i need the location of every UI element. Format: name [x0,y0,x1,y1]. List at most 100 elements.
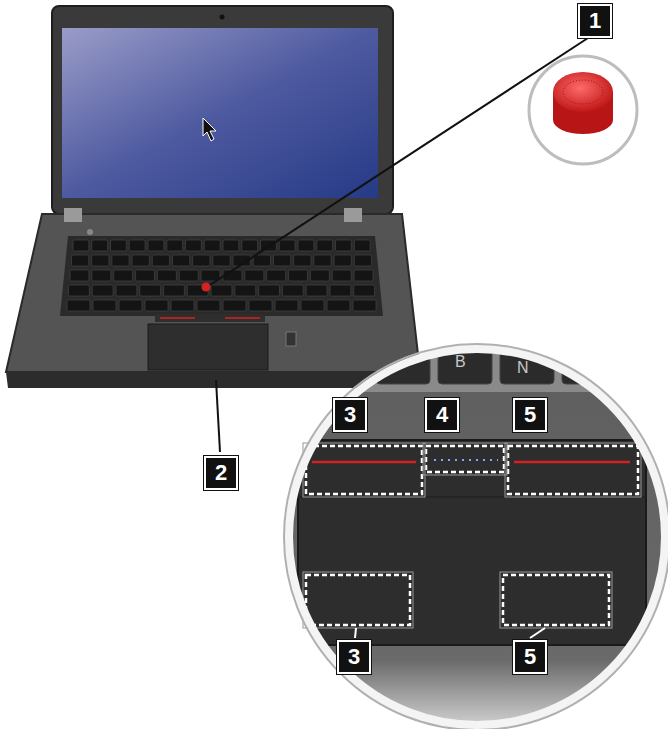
key [140,285,161,296]
callout-number: 5 [513,640,547,674]
camera [220,15,225,20]
key [129,240,145,251]
callout-number: 2 [204,456,238,490]
key [211,285,232,296]
key [274,255,291,266]
key [289,270,308,281]
key [279,240,295,251]
key [152,255,169,266]
red-stripe [225,317,260,319]
key [327,300,350,311]
key [332,270,351,281]
key [136,270,155,281]
key [354,270,373,281]
callout-number: 3 [337,640,371,674]
laptop-lid [52,6,393,214]
key [223,240,239,251]
key [298,240,314,251]
fingerprint-reader [286,332,296,346]
key [245,270,264,281]
key-letter: N [517,360,529,376]
key [282,285,303,296]
key [92,240,108,251]
key [301,300,324,311]
key [73,240,89,251]
touchpad-zoom [280,340,668,729]
key [92,285,113,296]
power-button [87,229,93,235]
key [111,240,127,251]
key [92,270,111,281]
callout-number: 4 [425,398,459,432]
key [157,270,176,281]
key [354,240,370,251]
key [267,270,286,281]
key [197,300,220,311]
keyboard-keys [67,240,376,311]
trackpoint-buttons [155,314,265,322]
key [249,300,272,311]
key [193,255,210,266]
leader-line [216,380,220,452]
key [69,285,90,296]
dashed-zone-outline [303,443,641,628]
mouse-cursor [203,118,216,141]
key-letter: B [455,354,466,370]
key [204,240,220,251]
key [314,255,331,266]
key [93,300,116,311]
zoom-ring-outline [284,344,668,729]
key [353,300,376,311]
key [119,300,142,311]
key [242,240,258,251]
key [179,270,198,281]
cap-texture [563,80,603,104]
leader-line [355,628,356,638]
key [223,300,246,311]
key [306,285,327,296]
key [253,255,270,266]
key [235,285,256,296]
trackpoint-cap-top [553,72,613,112]
laptop-base [6,214,420,372]
key [294,255,311,266]
key [171,300,194,311]
key [317,240,333,251]
leader-line [210,38,588,285]
key [354,255,371,266]
zoom-circle [529,56,637,164]
screen [62,28,378,198]
key [334,255,351,266]
trackpoint [202,283,211,292]
key [310,270,329,281]
callout-number: 5 [513,398,547,432]
key [275,300,298,311]
red-stripe [160,317,195,319]
key [354,285,375,296]
key [145,300,168,311]
key [213,255,230,266]
key [92,255,109,266]
key [72,255,89,266]
key [259,285,280,296]
key [116,285,137,296]
key [70,270,89,281]
dashed-zone [306,446,638,625]
hinge [344,208,362,222]
key [114,270,133,281]
key [132,255,149,266]
key [167,240,183,251]
callout-number: 1 [578,4,612,38]
key [67,300,90,311]
leader-line [530,628,545,638]
callout-number: 3 [333,398,367,432]
touchpad [148,324,268,370]
key [186,240,202,251]
key [112,255,129,266]
key [336,240,352,251]
key [164,285,185,296]
hinge [64,208,82,222]
keyboard-bed [60,236,383,316]
zoom-ring [289,349,665,725]
